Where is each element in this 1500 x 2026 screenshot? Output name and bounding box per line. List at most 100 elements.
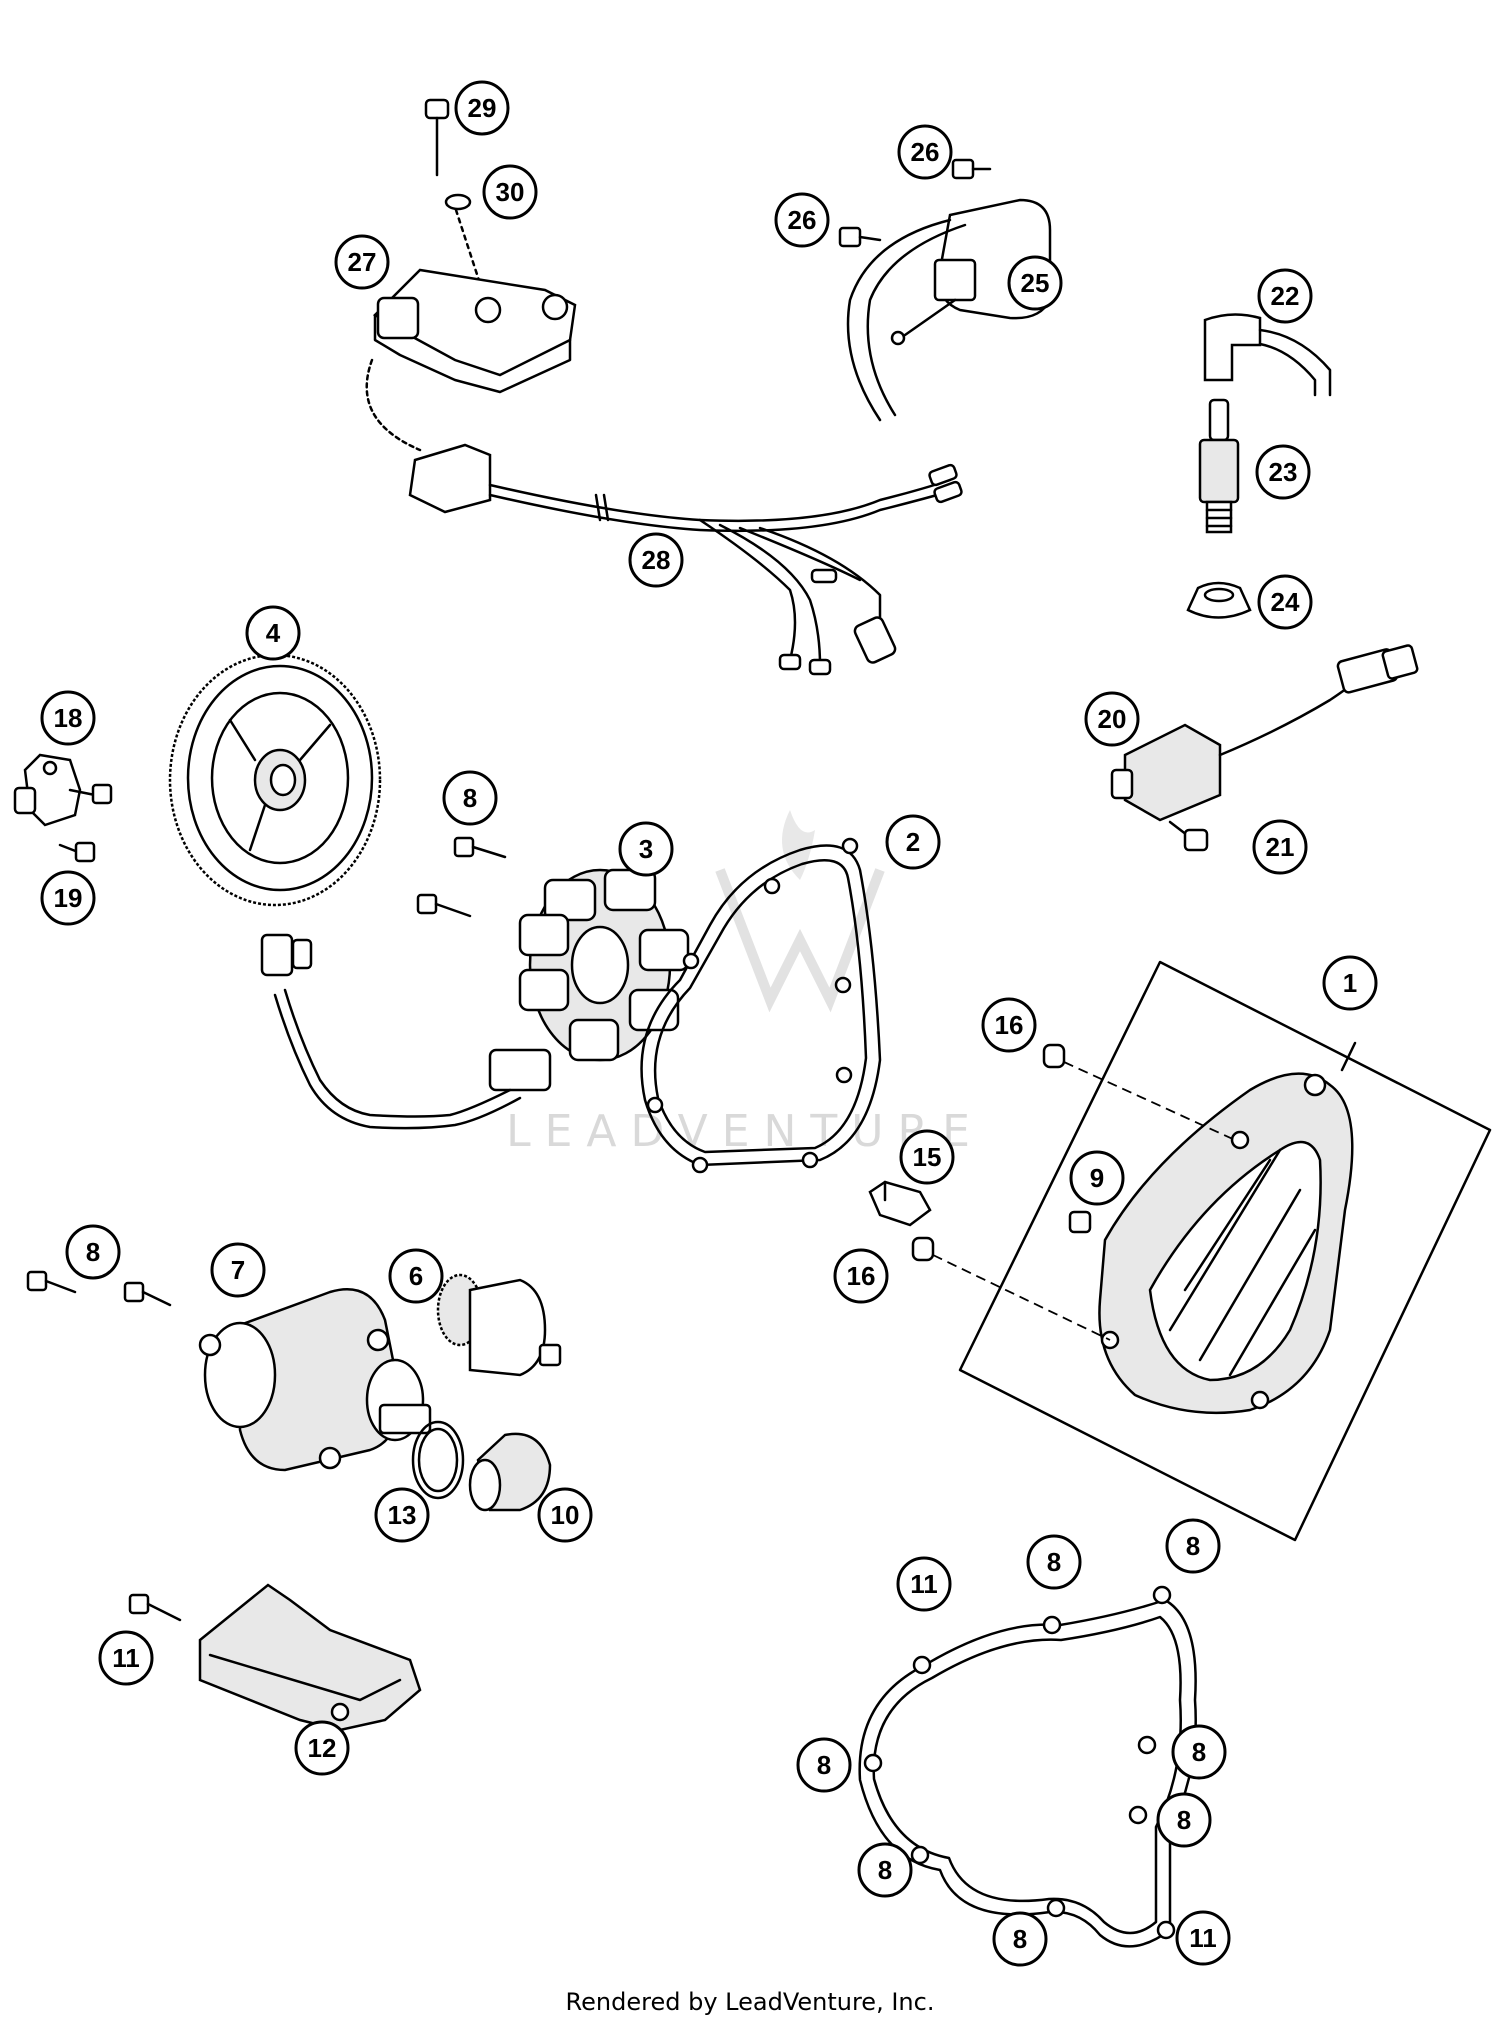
callout-12: 12: [294, 1720, 350, 1776]
callout-circle: [628, 532, 684, 588]
callout-circle: [65, 1224, 121, 1280]
callout-11: 11: [98, 1630, 154, 1686]
callout-circle: [1252, 819, 1308, 875]
callout-circle: [774, 192, 830, 248]
callout-18: 18: [40, 690, 96, 746]
callout-circle: [1084, 691, 1140, 747]
callout-15: 15: [899, 1129, 955, 1185]
callout-number: 21: [1266, 832, 1295, 862]
spark-plug-cap-22-drawing: [1203, 313, 1332, 397]
callout-circle: [1322, 955, 1378, 1011]
callout-number: 16: [995, 1010, 1024, 1040]
callout-circle: [899, 1129, 955, 1185]
callout-2: 2: [885, 814, 941, 870]
bushing-10-drawing: [468, 1432, 552, 1512]
callout-number: 26: [788, 205, 817, 235]
callout-number: 19: [54, 883, 83, 913]
bolt-11-drawing: [128, 1593, 182, 1622]
callout-number: 7: [231, 1255, 245, 1285]
callout-number: 8: [878, 1855, 892, 1885]
callout-circle: [454, 80, 510, 136]
nut-9-drawing: [1068, 1210, 1092, 1234]
starter-motor-7-drawing: [198, 1287, 432, 1472]
spark-plug-23-drawing: [1198, 398, 1240, 534]
bolt-19a-drawing: [68, 783, 113, 805]
callout-25: 25: [1007, 255, 1063, 311]
callout-23: 23: [1255, 444, 1311, 500]
callout-number: 29: [468, 93, 497, 123]
callout-number: 28: [642, 545, 671, 575]
callout-circle: [98, 1630, 154, 1686]
callout-number: 16: [847, 1261, 876, 1291]
callout-4: 4: [245, 605, 301, 661]
callout-20: 20: [1084, 691, 1140, 747]
callout-circle: [885, 814, 941, 870]
callout-circle: [210, 1242, 266, 1298]
callout-number: 11: [112, 1643, 140, 1673]
callout-circle: [1026, 1534, 1082, 1590]
callout-22: 22: [1257, 268, 1313, 324]
cover-assembly-1-box: [958, 960, 1492, 1542]
callout-circle: [897, 124, 953, 180]
callout-circle: [1171, 1724, 1227, 1780]
callout-16: 16: [981, 997, 1037, 1053]
callout-circle: [40, 690, 96, 746]
callout-24: 24: [1257, 574, 1313, 630]
guard-12-drawing: [198, 1583, 422, 1732]
sensor-18-drawing: [13, 753, 82, 827]
bolt-21-drawing: [1168, 820, 1209, 852]
callout-number: 8: [1047, 1547, 1061, 1577]
bolt-8d-drawing: [123, 1281, 172, 1307]
bolt-26a-drawing: [951, 158, 992, 180]
callout-number: 8: [1192, 1737, 1206, 1767]
callout-11: 11: [896, 1556, 952, 1612]
callout-number: 11: [1189, 1923, 1217, 1953]
callout-circle: [1255, 444, 1311, 500]
callout-circle: [40, 870, 96, 926]
bolt-8c-drawing: [26, 1270, 77, 1294]
callout-circle: [374, 1487, 430, 1543]
callout-27: 27: [334, 234, 390, 290]
bolt-19b-drawing: [58, 841, 96, 863]
regulator-20-drawing: [1110, 644, 1419, 822]
callout-circle: [896, 1556, 952, 1612]
callout-8: 8: [442, 770, 498, 826]
callout-16: 16: [833, 1248, 889, 1304]
callout-10: 10: [537, 1487, 593, 1543]
callout-8: 8: [796, 1737, 852, 1793]
callout-8: 8: [1165, 1518, 1221, 1574]
gasket-2-drawing: [640, 837, 882, 1174]
dowel-16a-drawing: [1042, 1043, 1236, 1141]
callout-number: 23: [1269, 457, 1298, 487]
bolt-26b-drawing: [838, 226, 882, 248]
callout-21: 21: [1252, 819, 1308, 875]
callout-circle: [294, 1720, 350, 1776]
callout-number: 10: [551, 1500, 580, 1530]
callout-number: 2: [906, 827, 920, 857]
callout-circle: [1175, 1910, 1231, 1966]
callout-number: 22: [1271, 281, 1300, 311]
callout-8: 8: [1156, 1792, 1212, 1848]
callout-circle: [618, 821, 674, 877]
callout-number: 15: [913, 1142, 942, 1172]
callout-9: 9: [1069, 1150, 1125, 1206]
callout-number: 8: [1177, 1805, 1191, 1835]
callout-26: 26: [774, 192, 830, 248]
o-ring-13-drawing: [411, 1420, 465, 1500]
callout-number: 26: [911, 137, 940, 167]
ecu-27-drawing: [365, 268, 577, 452]
callout-number: 6: [409, 1261, 423, 1291]
callout-number: 1: [1343, 968, 1357, 998]
seal-24-drawing: [1186, 581, 1252, 619]
callout-8: 8: [857, 1842, 913, 1898]
ignition-cover-drawing: [1098, 1072, 1354, 1415]
stator-3-drawing: [260, 868, 690, 1130]
callout-circle: [245, 605, 301, 661]
callout-number: 8: [463, 783, 477, 813]
gasket-bottom-drawing: [858, 1585, 1197, 1948]
callout-8: 8: [1026, 1534, 1082, 1590]
callout-circle: [1257, 574, 1313, 630]
bolt-29-drawing: [424, 98, 450, 177]
